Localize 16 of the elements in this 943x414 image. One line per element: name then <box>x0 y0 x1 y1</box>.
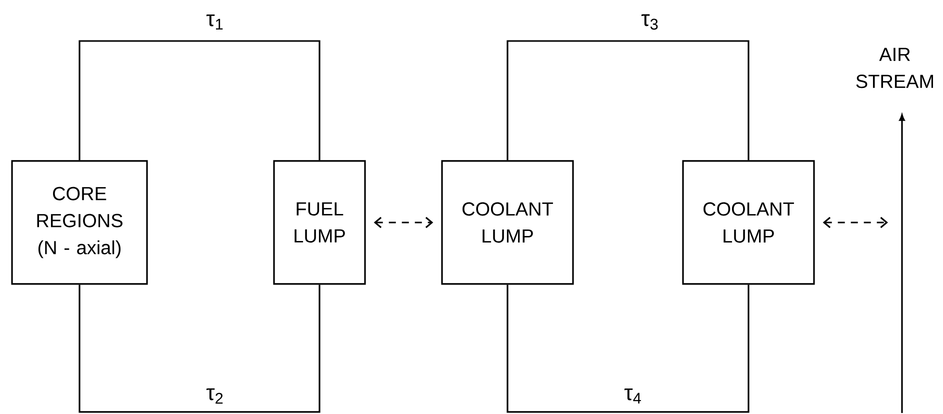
loop-line <box>506 40 750 160</box>
loop-line <box>78 40 320 160</box>
loop-line <box>78 284 320 413</box>
lump-box: COOLANT LUMP <box>441 160 574 285</box>
edge-label: τ$_{4}$ <box>623 387 643 405</box>
arrow <box>899 114 905 413</box>
stream-label: AIR STREAM <box>856 48 933 88</box>
edge-label: τ$_{1}$ <box>205 13 225 31</box>
loop-line <box>506 284 750 413</box>
edge-label: τ$_{3}$ <box>640 13 660 31</box>
lump-box: FUEL LUMP <box>273 160 366 285</box>
edge-label: τ$_{2}$ <box>205 387 225 405</box>
lump-box: COOLANT LUMP <box>682 160 815 285</box>
dashed-arrow <box>374 216 434 228</box>
dashed-arrow <box>822 216 888 228</box>
lump-box: CORE REGIONS (N - axial) <box>11 160 148 285</box>
